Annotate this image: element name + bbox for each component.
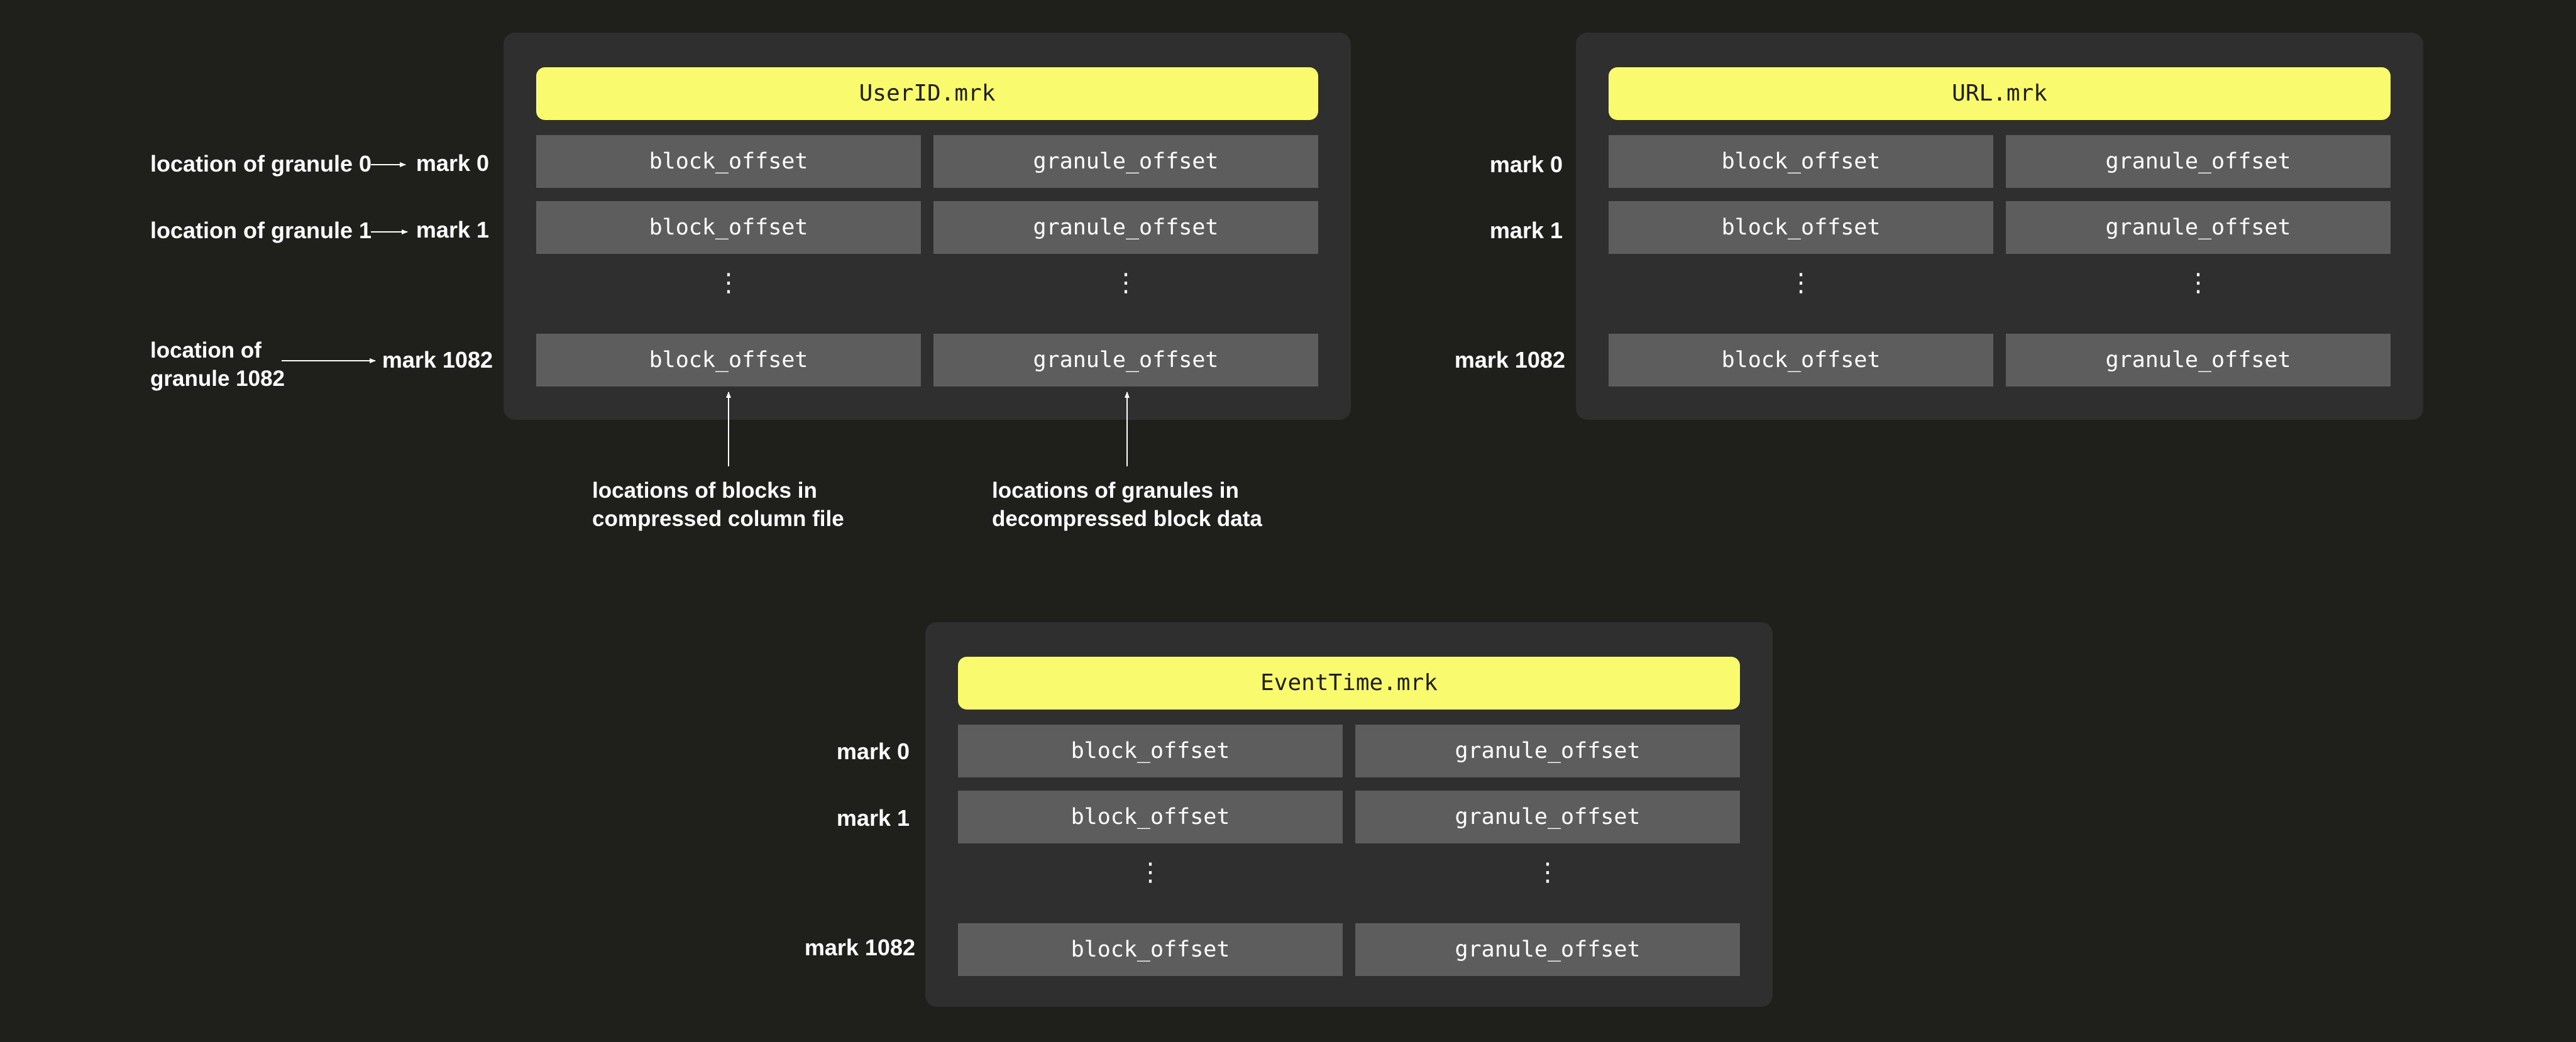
- block-offset-cell: block_offset: [536, 334, 921, 387]
- mark-label: mark 0: [1489, 151, 1563, 177]
- eventtime-mrk-panel: EventTime.mrk block_offset granule_offse…: [925, 622, 1773, 1007]
- block-offset-cell: block_offset: [536, 135, 921, 188]
- mark-label: mark 1: [1489, 217, 1563, 243]
- granule-offset-cell: granule_offset: [1355, 725, 1740, 777]
- blocks-annotation: locations of blocks in compressed column…: [592, 478, 844, 531]
- vertical-ellipsis: ⋮: [1535, 858, 1560, 887]
- granule-offset-cell: granule_offset: [933, 135, 1318, 188]
- granule-offset-cell: granule_offset: [933, 201, 1318, 254]
- userid-mrk-panel: UserID.mrk block_offset granule_offset b…: [504, 33, 1351, 420]
- mark-label: mark 1082: [804, 935, 915, 960]
- url-mrk-panel: URL.mrk block_offset granule_offset bloc…: [1576, 33, 2423, 420]
- mark-label: mark 1: [416, 217, 489, 243]
- mark-label: mark 1082: [382, 347, 493, 373]
- mark-label: mark 0: [836, 738, 910, 764]
- granule-offset-cell: granule_offset: [1355, 923, 1740, 976]
- mark-label: mark 0: [416, 150, 489, 176]
- block-offset-cell: block_offset: [1609, 135, 1993, 188]
- vertical-ellipsis: ⋮: [1113, 268, 1138, 297]
- mark-label: mark 1: [836, 805, 910, 831]
- vertical-ellipsis: ⋮: [1788, 268, 1814, 297]
- granule-location-label: location of granule 0: [150, 151, 372, 177]
- vertical-ellipsis: ⋮: [716, 268, 741, 297]
- granule-offset-cell: granule_offset: [2006, 135, 2391, 188]
- granule-location-label: location of granule 1: [150, 217, 372, 243]
- vertical-ellipsis: ⋮: [2186, 268, 2211, 297]
- block-offset-cell: block_offset: [536, 201, 921, 254]
- block-offset-cell: block_offset: [958, 725, 1343, 777]
- file-name-header: URL.mrk: [1609, 67, 2391, 120]
- block-offset-cell: block_offset: [958, 791, 1343, 843]
- block-offset-cell: block_offset: [1609, 201, 1993, 254]
- granule-offset-cell: granule_offset: [2006, 201, 2391, 254]
- granule-location-label: location of granule 1082: [150, 338, 285, 391]
- granules-annotation: locations of granules in decompressed bl…: [992, 478, 1262, 531]
- mark-label: mark 1082: [1454, 347, 1565, 373]
- granule-offset-cell: granule_offset: [2006, 334, 2391, 387]
- granule-offset-cell: granule_offset: [933, 334, 1318, 387]
- block-offset-cell: block_offset: [1609, 334, 1993, 387]
- file-name-header: EventTime.mrk: [958, 657, 1740, 710]
- block-offset-cell: block_offset: [958, 923, 1343, 976]
- vertical-ellipsis: ⋮: [1138, 858, 1163, 887]
- granule-offset-cell: granule_offset: [1355, 791, 1740, 843]
- file-name-header: UserID.mrk: [536, 67, 1318, 120]
